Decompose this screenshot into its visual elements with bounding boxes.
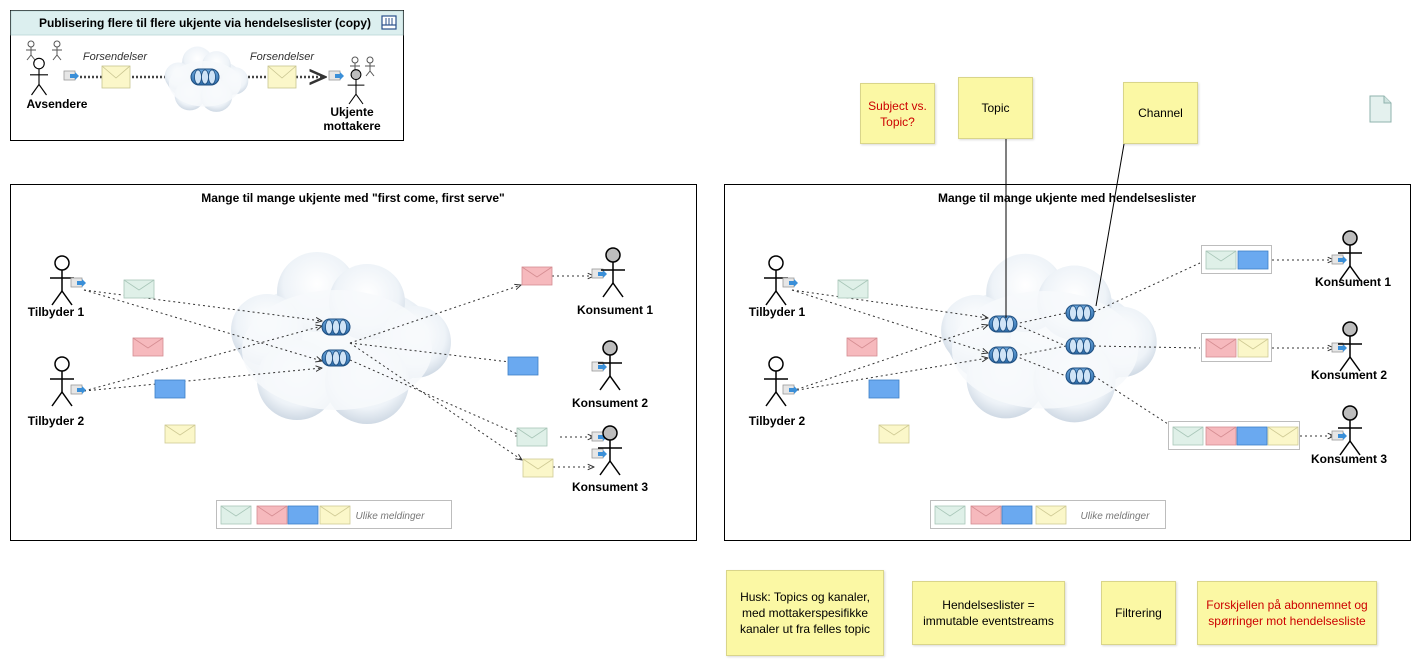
envelope-icon <box>123 279 155 299</box>
tilbyder-1-label: Tilbyder 1 <box>28 305 85 319</box>
konsument-3-label: Konsument 3 <box>572 480 648 494</box>
tilbyder-2-label: Tilbyder 2 <box>749 414 806 428</box>
ukjente-label: Ukjente <box>330 105 374 119</box>
queue-icon <box>1065 337 1095 355</box>
queue-icon <box>1065 304 1095 322</box>
queue-icon <box>988 315 1018 333</box>
envelope-icon <box>868 379 900 399</box>
event-list-2 <box>1201 333 1272 362</box>
top-panel-title: Publisering flere til flere ukjente via … <box>39 16 371 30</box>
tilbyder-1-label: Tilbyder 1 <box>749 305 806 319</box>
note-hendelseslister[interactable]: Hendelseslister = immutable eventstreams <box>912 581 1065 645</box>
queue-icon <box>190 68 220 86</box>
envelope-icon <box>521 266 553 286</box>
legend-label: Ulike meldinger <box>1081 511 1151 522</box>
left-panel: Mange til mange ukjente med "first come,… <box>10 184 697 541</box>
left-panel-title: Mange til mange ukjente med "first come,… <box>201 191 504 205</box>
top-panel: Publisering flere til flere ukjente via … <box>10 10 404 141</box>
envelope-icon <box>154 379 186 399</box>
note-subject-vs-topic[interactable]: Subject vs. Topic? <box>860 83 935 144</box>
envelope-icon <box>267 65 297 89</box>
konsument-1-label: Konsument 1 <box>577 303 653 317</box>
event-list-3 <box>1168 421 1300 450</box>
envelope-icon <box>846 337 878 357</box>
queue-icon <box>321 318 351 336</box>
message-paths <box>791 260 1334 436</box>
envelope-icon <box>837 279 869 299</box>
note-topic[interactable]: Topic <box>958 77 1033 139</box>
right-panel: Mange til mange ukjente med hendelseslis… <box>724 184 1411 541</box>
envelope-icon <box>507 356 539 376</box>
queue-icon <box>1065 367 1095 385</box>
legend: Ulike meldinger <box>930 500 1166 529</box>
envelope-icon <box>516 427 548 447</box>
forsendelser-right-label: Forsendelser <box>250 51 316 63</box>
legend-label: Ulike meldinger <box>356 511 426 522</box>
message-paths <box>83 276 594 467</box>
konsument-2-label: Konsument 2 <box>572 396 648 410</box>
envelope-icon <box>878 424 910 444</box>
document-icon[interactable] <box>1369 95 1392 123</box>
envelope-icon <box>101 65 131 89</box>
view-icon[interactable] <box>381 15 397 30</box>
queue-icon <box>321 349 351 367</box>
note-forskjellen[interactable]: Forskjellen på abonnemnet og spørringer … <box>1197 581 1377 645</box>
konsument-3-label: Konsument 3 <box>1311 452 1387 466</box>
note-channel[interactable]: Channel <box>1123 82 1198 144</box>
legend: Ulike meldinger <box>216 500 452 529</box>
event-list-1 <box>1201 245 1272 274</box>
envelope-icon <box>522 458 554 478</box>
avsendere-label: Avsendere <box>27 97 88 111</box>
note-husk[interactable]: Husk: Topics og kanaler, med mottakerspe… <box>726 570 884 656</box>
note-filtrering[interactable]: Filtrering <box>1101 581 1176 645</box>
mottakere-label: mottakere <box>323 119 381 133</box>
envelope-icon <box>132 337 164 357</box>
konsument-2-label: Konsument 2 <box>1311 368 1387 382</box>
queue-icon <box>988 346 1018 364</box>
envelope-icon <box>164 424 196 444</box>
konsument-1-label: Konsument 1 <box>1315 275 1391 289</box>
right-panel-title: Mange til mange ukjente med hendelseslis… <box>938 191 1196 205</box>
tilbyder-2-label: Tilbyder 2 <box>28 414 85 428</box>
forsendelser-left-label: Forsendelser <box>83 51 149 63</box>
channel-note-connector <box>1095 143 1125 307</box>
